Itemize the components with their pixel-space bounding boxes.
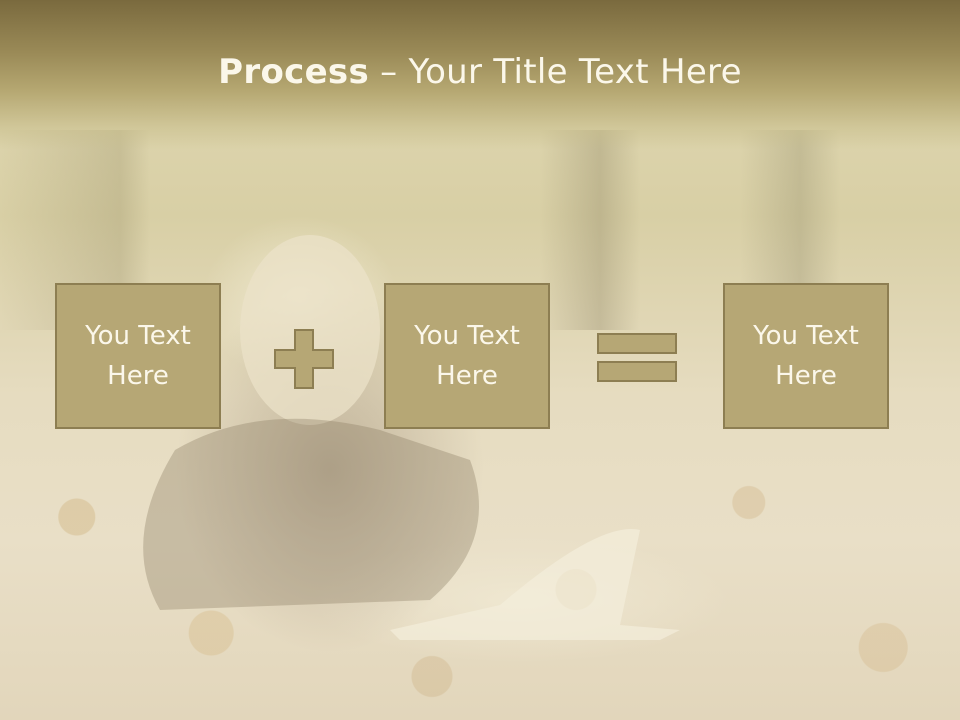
process-box-2-text: You Text Here <box>414 321 520 391</box>
process-box-2: You Text Here <box>384 283 550 429</box>
plus-icon-center <box>294 351 314 367</box>
process-box-3-text: You Text Here <box>753 321 859 391</box>
header-band <box>0 0 960 150</box>
slide-title: Process – Your Title Text Here <box>0 52 960 92</box>
process-box-3: You Text Here <box>723 283 889 429</box>
background-leaves <box>0 430 960 720</box>
equals-icon-top <box>597 333 677 354</box>
equals-icon-bottom <box>597 361 677 382</box>
process-box-1-text: You Text Here <box>85 321 191 391</box>
process-box-1: You Text Here <box>55 283 221 429</box>
title-bold: Process <box>218 52 370 92</box>
title-rest: – Your Title Text Here <box>369 52 742 92</box>
sweater-shape <box>143 418 479 610</box>
book-shape <box>390 528 680 640</box>
